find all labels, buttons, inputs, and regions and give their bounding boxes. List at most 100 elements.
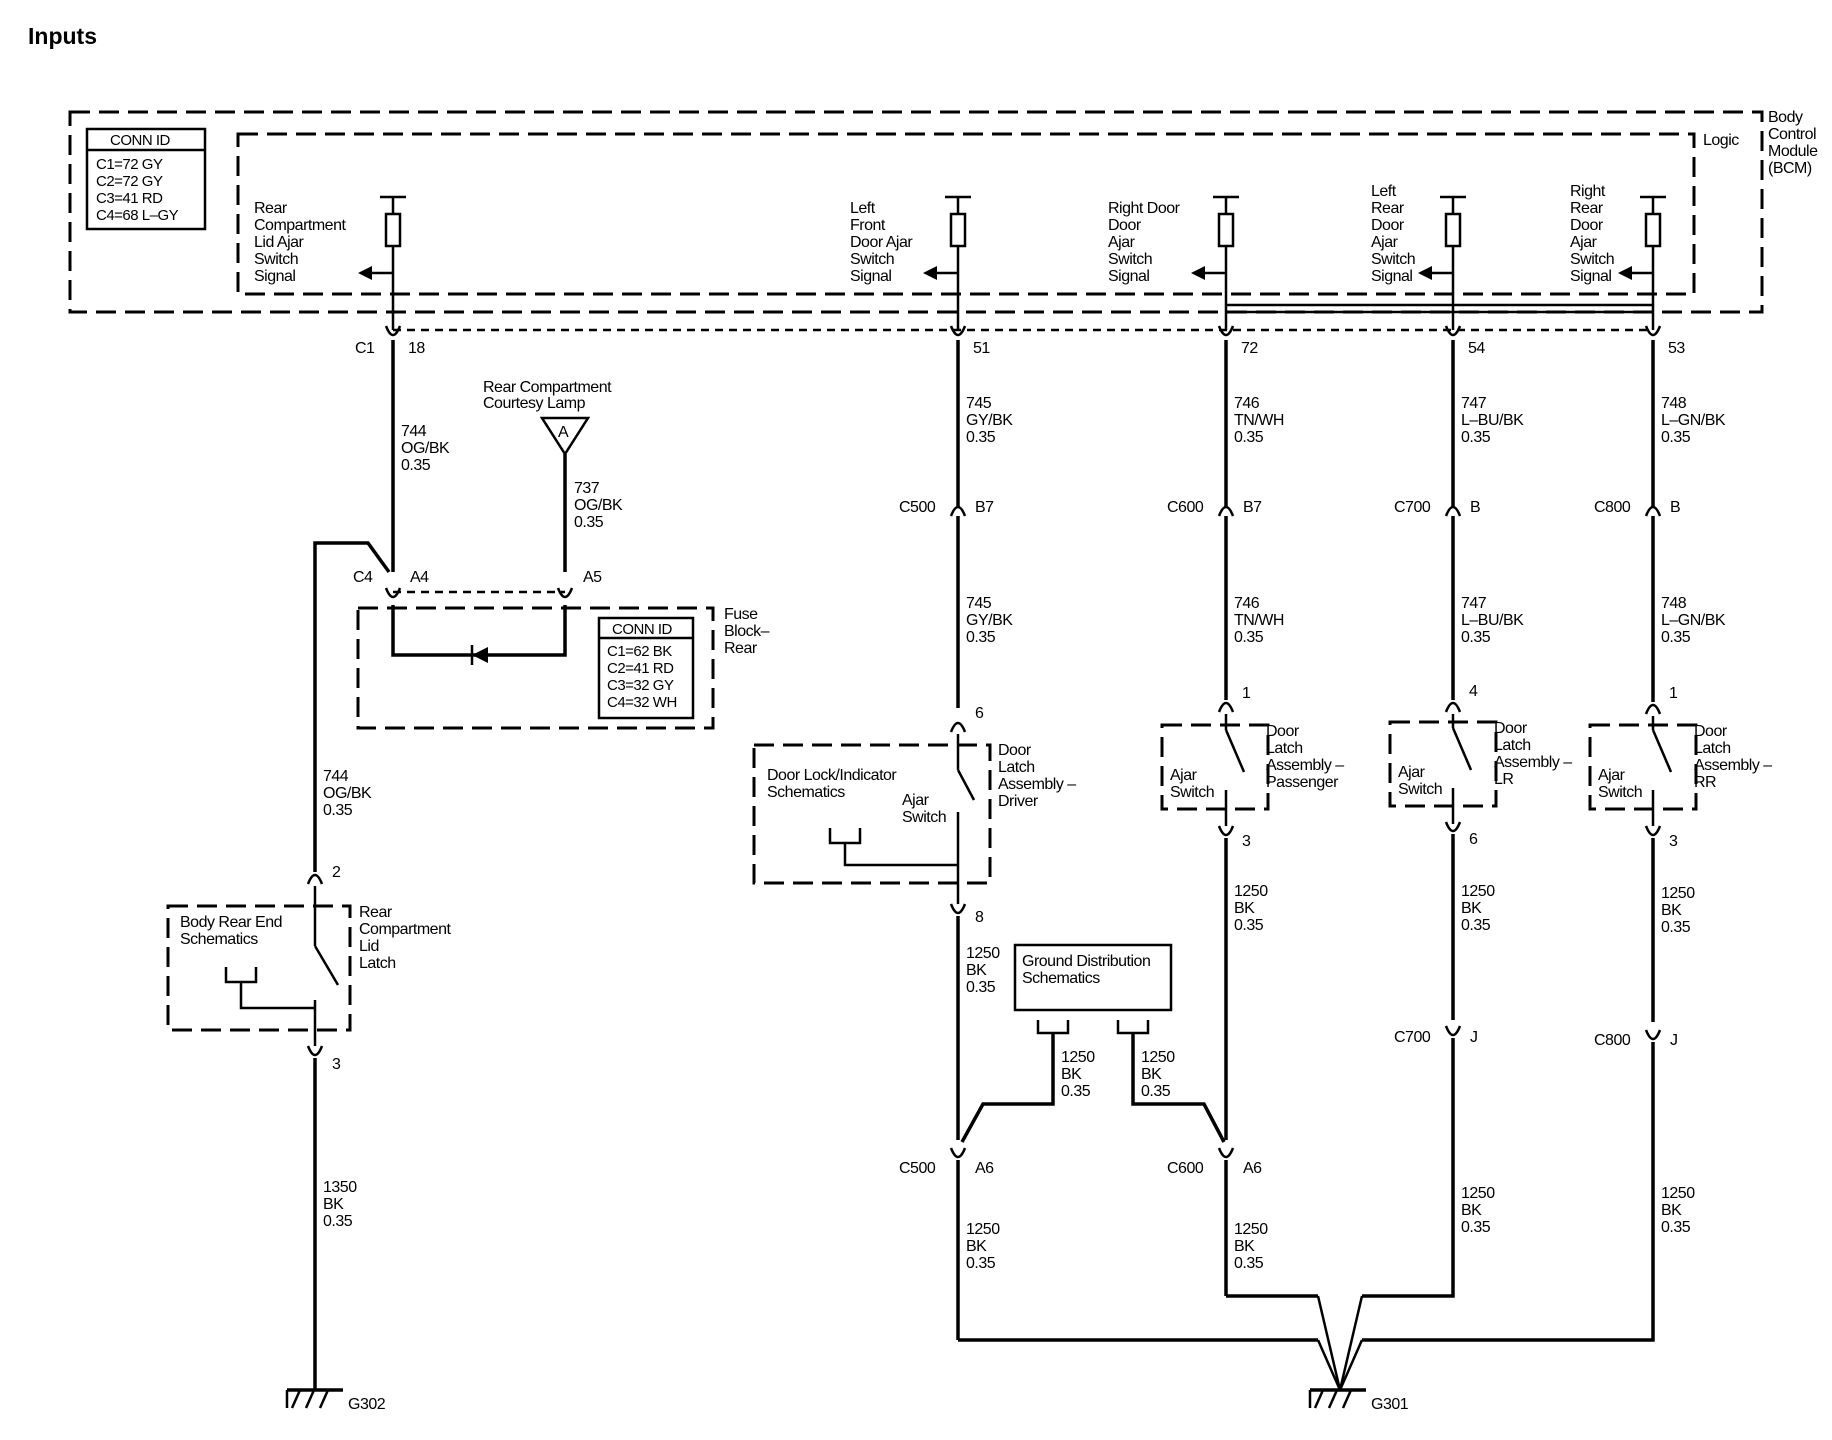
svg-text:0.35: 0.35	[323, 802, 353, 819]
svg-text:BK: BK	[1061, 1066, 1082, 1083]
svg-text:Assembly –: Assembly –	[1266, 757, 1344, 774]
pin-53-label: 53	[1668, 340, 1685, 357]
ground-g301-icon	[1308, 1388, 1366, 1409]
wire-744-lower-label: 744 OG/BK 0.35	[323, 768, 373, 819]
lr-ajar-switch-label: Ajar Switch	[1398, 764, 1443, 798]
svg-text:TN/WH: TN/WH	[1234, 612, 1284, 629]
svg-text:Right Door: Right Door	[1108, 200, 1181, 217]
fuse-block-rear-outline	[356, 606, 715, 730]
pin-b7-label-c600: B7	[1243, 499, 1262, 516]
passenger-latch-outline	[1160, 723, 1270, 811]
wire-1250-c600-lower-label: 1250 BK 0.35	[1234, 1221, 1269, 1272]
wire-748-upper-label: 748 L–GN/BK 0.35	[1661, 395, 1726, 446]
driver-ajar-switch-label: Ajar Switch	[902, 792, 947, 826]
svg-text:BK: BK	[1461, 1202, 1482, 1219]
svg-text:Door: Door	[998, 742, 1032, 759]
svg-text:Module: Module	[1768, 143, 1818, 160]
pin-a4-label: A4	[410, 569, 429, 586]
pin-j-label-c700: J	[1470, 1029, 1478, 1046]
wire-744-lower-route	[313, 541, 391, 800]
pin-72-label: 72	[1241, 340, 1258, 357]
svg-text:L–GN/BK: L–GN/BK	[1661, 612, 1726, 629]
page-title: Inputs	[28, 23, 97, 49]
passenger-ajar-switch-icon	[1224, 714, 1246, 826]
wire-1350-label: 1350 BK 0.35	[323, 1179, 358, 1230]
bcm-input-label-left-front: Left Front Door Ajar Switch Signal	[850, 200, 914, 285]
ground-distribution-box	[1013, 943, 1173, 1012]
svg-text:Switch: Switch	[1398, 781, 1442, 798]
driver-latch-outline	[752, 743, 992, 885]
svg-text:Right: Right	[1570, 183, 1606, 200]
svg-text:0.35: 0.35	[1234, 429, 1264, 446]
pin-b-label-c800: B	[1670, 499, 1680, 516]
svg-text:744: 744	[401, 423, 427, 440]
svg-text:Switch: Switch	[850, 251, 894, 268]
svg-text:C4=32 WH: C4=32 WH	[607, 694, 677, 711]
svg-text:Ajar: Ajar	[902, 792, 930, 809]
svg-text:OG/BK: OG/BK	[323, 785, 372, 802]
ground-g302-icon	[285, 1388, 343, 1409]
svg-text:Door: Door	[1371, 217, 1405, 234]
svg-text:Latch: Latch	[1494, 737, 1531, 754]
c700-j-arc	[1444, 1025, 1462, 1037]
svg-text:BK: BK	[1461, 900, 1482, 917]
bcm-input-label-right-rear: Right Rear Door Ajar Switch Signal	[1570, 183, 1615, 285]
svg-text:C1=72 GY: C1=72 GY	[96, 156, 163, 173]
svg-text:747: 747	[1461, 395, 1487, 412]
svg-text:0.35: 0.35	[1461, 429, 1491, 446]
bcm-input-label-rear-lid: Rear Compartment Lid Ajar Switch Signal	[254, 200, 347, 285]
svg-text:C3=32 GY: C3=32 GY	[607, 677, 674, 694]
driver-ajar-switch-icon	[828, 734, 976, 904]
fuse-block-internal-wire	[391, 605, 567, 657]
svg-text:Ajar: Ajar	[1108, 234, 1136, 251]
svg-text:744: 744	[323, 768, 349, 785]
svg-text:1250: 1250	[1234, 1221, 1268, 1238]
svg-text:Fuse: Fuse	[724, 606, 758, 623]
connector-c500-lower-label: C500	[899, 1160, 936, 1177]
wire-745-lower-label: 745 GY/BK 0.35	[966, 595, 1014, 646]
pin-1-label-rr: 1	[1669, 685, 1678, 702]
svg-text:Front: Front	[850, 217, 886, 234]
wire-1250-passenger-label: 1250 BK 0.35	[1234, 883, 1269, 934]
pin-2-arc	[306, 873, 324, 885]
svg-text:Switch: Switch	[1371, 251, 1415, 268]
svg-text:Passenger: Passenger	[1266, 774, 1339, 791]
svg-text:C3=41 RD: C3=41 RD	[96, 190, 163, 207]
wire-1250-gd-left-label: 1250 BK 0.35	[1061, 1049, 1096, 1100]
svg-text:BK: BK	[323, 1196, 344, 1213]
passenger-ajar-switch-label: Ajar Switch	[1170, 767, 1215, 801]
svg-text:Control: Control	[1768, 126, 1816, 143]
pin-3-arc-rear	[306, 1045, 324, 1057]
ground-distribution-splices	[960, 1020, 1226, 1143]
wire-1250-gd-right-label: 1250 BK 0.35	[1141, 1049, 1176, 1100]
svg-text:746: 746	[1234, 595, 1260, 612]
svg-text:0.35: 0.35	[966, 979, 996, 996]
svg-text:0.35: 0.35	[966, 429, 996, 446]
rear-lid-latch-label: Rear Compartment Lid Latch	[359, 904, 452, 972]
pin-4-label-lr: 4	[1469, 683, 1478, 700]
bcm-outline	[68, 110, 1764, 314]
wire-1250-rr-lower-label: 1250 BK 0.35	[1661, 1185, 1696, 1236]
rr-ajar-switch-icon	[1651, 716, 1673, 826]
pin-b-label-c700: B	[1470, 499, 1480, 516]
svg-text:Ajar: Ajar	[1398, 764, 1426, 781]
svg-text:0.35: 0.35	[1661, 919, 1691, 936]
pin-6-arc-lr	[1444, 821, 1462, 833]
svg-text:1250: 1250	[1461, 1185, 1495, 1202]
svg-text:Switch: Switch	[902, 809, 946, 826]
svg-text:Ground Distribution: Ground Distribution	[1022, 953, 1150, 970]
svg-text:Schematics: Schematics	[180, 931, 258, 948]
svg-text:Compartment: Compartment	[254, 217, 346, 234]
fuse-block-conn-id-box: CONN ID C1=62 BK C2=41 RD C3=32 GY C4=32…	[597, 616, 695, 720]
pin-8-arc-driver	[949, 903, 967, 915]
wire-747-upper-label: 747 L–BU/BK 0.35	[1461, 395, 1525, 446]
svg-text:Body: Body	[1768, 109, 1803, 126]
bcm-module-label: Body Control Module (BCM)	[1768, 109, 1819, 177]
svg-text:Left: Left	[1371, 183, 1397, 200]
svg-text:745: 745	[966, 395, 992, 412]
pin-8-label-driver: 8	[975, 909, 984, 926]
svg-text:CONN ID: CONN ID	[110, 132, 171, 149]
passenger-latch-label: Door Latch Assembly – Passenger	[1266, 723, 1345, 791]
svg-text:0.35: 0.35	[1234, 917, 1264, 934]
svg-text:Ajar: Ajar	[1570, 234, 1598, 251]
